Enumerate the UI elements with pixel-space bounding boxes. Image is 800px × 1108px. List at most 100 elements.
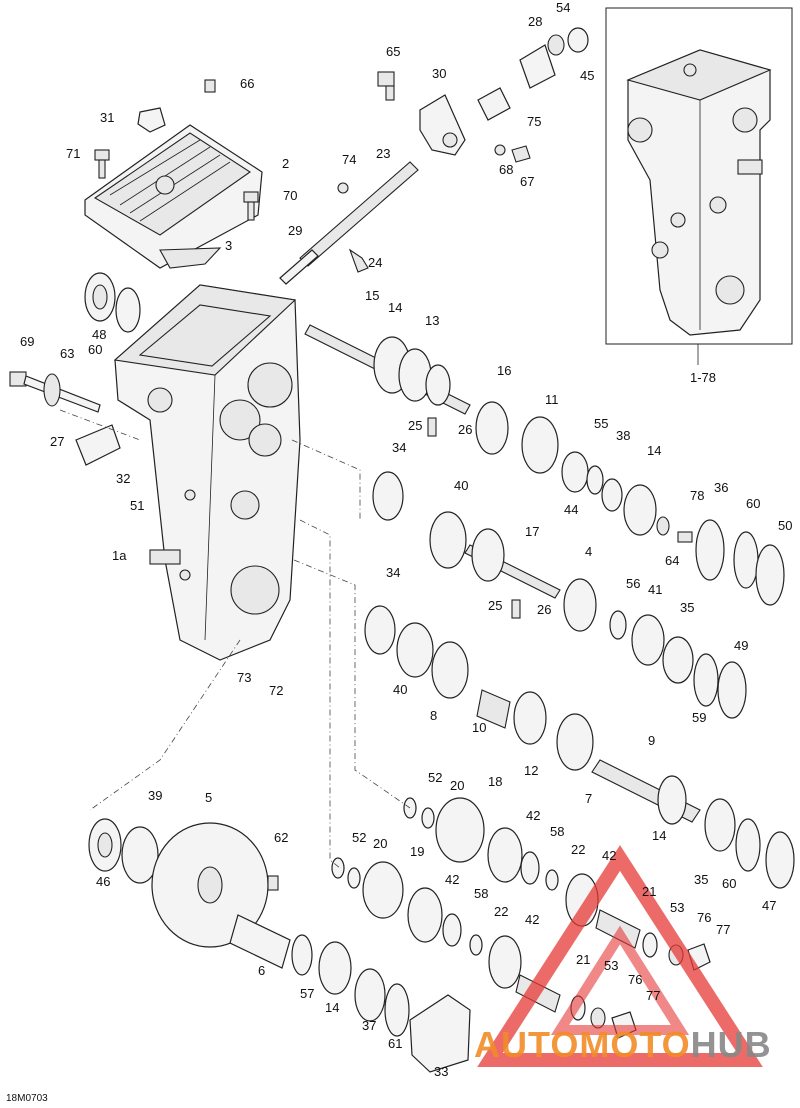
shift-shaft	[279, 161, 419, 285]
callout-c20b: 20	[373, 836, 387, 851]
callout-c46: 46	[96, 874, 110, 889]
callout-c77b: 77	[646, 988, 660, 1003]
callout-c65: 65	[386, 44, 400, 59]
callout-c25b: 25	[488, 598, 502, 613]
watermark-text-gray: HUB	[690, 1024, 772, 1065]
callout-c42b: 42	[602, 848, 616, 863]
left-side-parts	[9, 272, 141, 466]
callout-c14d: 14	[325, 1000, 339, 1015]
callout-c77a: 77	[716, 922, 730, 937]
callout-c56: 56	[626, 576, 640, 591]
callout-c10: 10	[472, 720, 486, 735]
watermark-logo	[477, 845, 763, 1067]
top-fasteners	[94, 79, 259, 221]
middle-shaft-parts	[427, 401, 785, 606]
callout-c52b: 52	[352, 830, 366, 845]
callout-c41: 41	[648, 582, 662, 597]
callout-c47: 47	[762, 898, 776, 913]
callout-c53b: 53	[604, 958, 618, 973]
callout-c44: 44	[564, 502, 578, 517]
callout-c72: 72	[269, 683, 283, 698]
callout-c45: 45	[580, 68, 594, 83]
callout-c52a: 52	[428, 770, 442, 785]
callout-c14a: 14	[388, 300, 402, 315]
callout-c39: 39	[148, 788, 162, 803]
callout-c7: 7	[585, 791, 592, 806]
output-shaft-parts	[364, 605, 795, 889]
callout-c54: 54	[556, 0, 570, 15]
callout-c68: 68	[499, 162, 513, 177]
callout-c21b: 21	[576, 952, 590, 967]
countershaft-parts	[372, 471, 747, 719]
callout-c53a: 53	[670, 900, 684, 915]
callout-c60b: 60	[746, 496, 760, 511]
lower-gear-group	[88, 818, 471, 1073]
callout-c22b: 22	[494, 904, 508, 919]
callout-c34a: 34	[392, 440, 406, 455]
callout-c60a: 60	[88, 342, 102, 357]
callout-c20a: 20	[450, 778, 464, 793]
callout-c16: 16	[497, 363, 511, 378]
reference-code: 18M0703	[6, 1093, 48, 1104]
callout-c67: 67	[520, 174, 534, 189]
callout-c11: 11	[545, 392, 559, 407]
callout-c17: 17	[525, 524, 539, 539]
callout-c33: 33	[434, 1064, 448, 1079]
callout-c37: 37	[362, 1018, 376, 1033]
callout-c21a: 21	[642, 884, 656, 899]
callout-c31: 31	[100, 110, 114, 125]
callout-c75: 75	[527, 114, 541, 129]
callout-c34b: 34	[386, 565, 400, 580]
callout-c64: 64	[665, 553, 679, 568]
callout-c42c: 42	[445, 872, 459, 887]
callout-c19: 19	[410, 844, 424, 859]
callout-c73: 73	[237, 670, 251, 685]
callout-c40a: 40	[454, 478, 468, 493]
callout-c32: 32	[116, 471, 130, 486]
input-shaft	[304, 324, 471, 415]
callout-c62: 62	[274, 830, 288, 845]
callout-c55: 55	[594, 416, 608, 431]
callout-c12: 12	[524, 763, 538, 778]
callout-c58b: 58	[474, 886, 488, 901]
callout-c23: 23	[376, 146, 390, 161]
callout-c27: 27	[50, 434, 64, 449]
assembly-lines	[59, 409, 411, 869]
callout-c76b: 76	[628, 972, 642, 987]
callout-c13: 13	[425, 313, 439, 328]
top-cover	[84, 124, 263, 269]
callout-c36: 36	[714, 480, 728, 495]
callout-c51: 51	[130, 498, 144, 513]
watermark-text: AUTOMOTOHUB	[474, 1024, 772, 1066]
callout-c6: 6	[258, 963, 265, 978]
callout-c66: 66	[240, 76, 254, 91]
callout-c3: 3	[225, 238, 232, 253]
callout-c40b: 40	[393, 682, 407, 697]
callout-c57: 57	[300, 986, 314, 1001]
callout-c5: 5	[205, 790, 212, 805]
callout-c59: 59	[692, 710, 706, 725]
callout-c48: 48	[92, 327, 106, 342]
callout-c24: 24	[368, 255, 382, 270]
callout-c8: 8	[430, 708, 437, 723]
main-housing	[113, 284, 301, 661]
callout-c50: 50	[778, 518, 792, 533]
callout-c35a: 35	[680, 600, 694, 615]
callout-c69: 69	[20, 334, 34, 349]
callout-c63: 63	[60, 346, 74, 361]
callout-c30: 30	[432, 66, 446, 81]
callout-c1a: 1a	[112, 548, 127, 563]
callout-c78: 78	[690, 488, 704, 503]
callout-c26a: 26	[458, 422, 472, 437]
callout-c2: 2	[282, 156, 289, 171]
callout-c35b: 35	[694, 872, 708, 887]
watermark-text-orange: AUTOMOTO	[474, 1024, 691, 1065]
callout-c4: 4	[585, 544, 592, 559]
callout-c42d: 42	[525, 912, 539, 927]
callout-c14c: 14	[652, 828, 666, 843]
callout-c14b: 14	[647, 443, 661, 458]
callout-c76a: 76	[697, 910, 711, 925]
